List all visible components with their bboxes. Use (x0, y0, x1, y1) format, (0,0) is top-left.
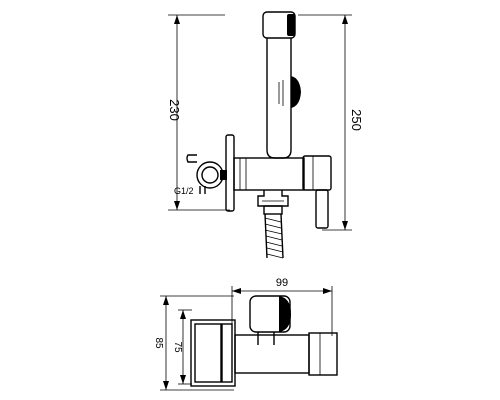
valve-body-top (234, 332, 338, 376)
hose (264, 213, 284, 259)
dimension-85: 85 (153, 295, 234, 391)
hand-shower (262, 11, 301, 159)
hose-connector (257, 190, 289, 215)
wall-flange-top (190, 319, 236, 387)
dimension-250: 250 (298, 14, 364, 231)
dimension-99-label: 99 (276, 277, 288, 289)
wall-flange (225, 134, 235, 212)
hand-shower-top (249, 295, 291, 345)
dimension-75: 75 (172, 309, 192, 385)
holder-bracket: G1/2 (174, 154, 227, 196)
dimension-230: 230 (167, 14, 230, 211)
top-view: 99 85 75 (153, 277, 338, 391)
dimension-75-label: 75 (172, 341, 183, 353)
lever-handle (302, 155, 332, 229)
dimension-250-label: 250 (349, 109, 364, 131)
thread-label: G1/2 (174, 186, 194, 196)
dimension-85-label: 85 (153, 337, 164, 349)
dimension-230-label: 230 (167, 99, 182, 121)
side-view: 230 250 (167, 11, 364, 259)
valve-body (233, 157, 305, 191)
